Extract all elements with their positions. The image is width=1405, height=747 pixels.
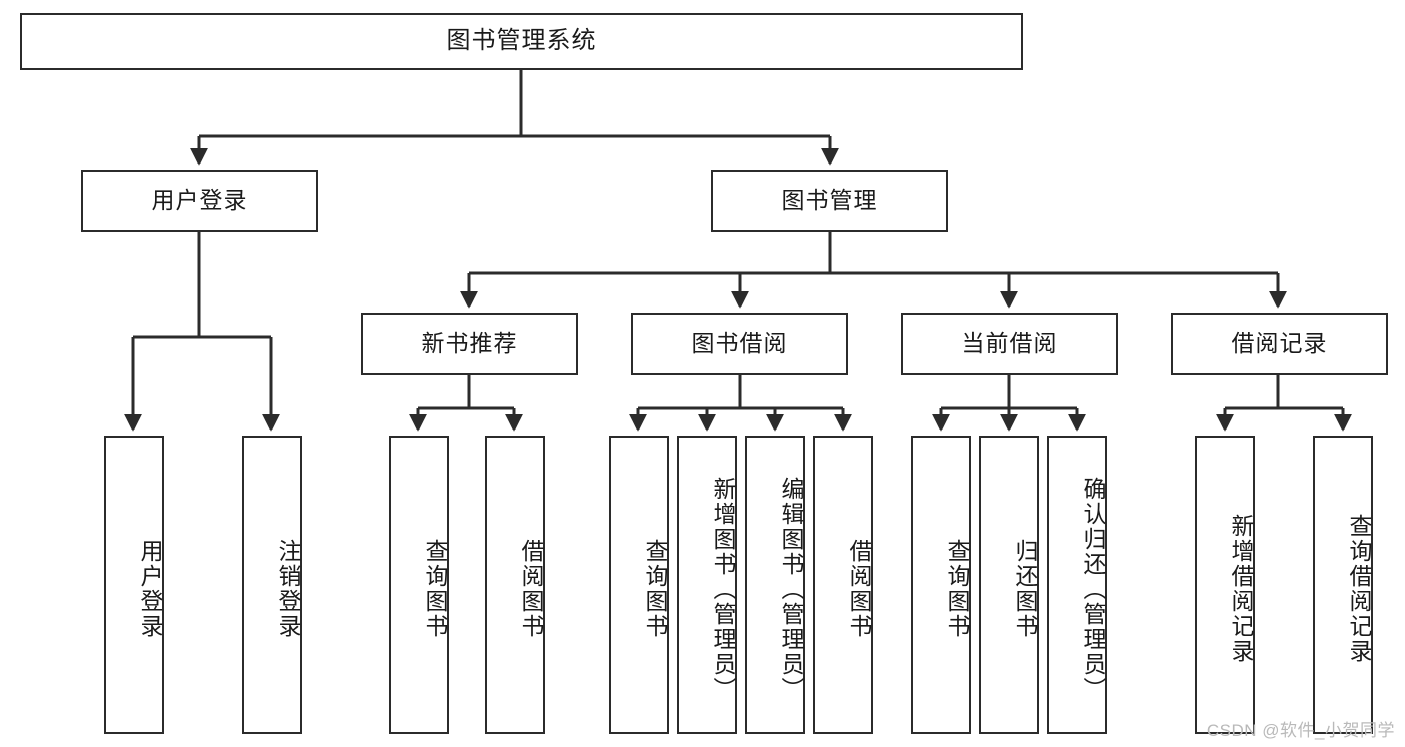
node-label: 当前借阅 [961, 330, 1058, 357]
node-label: 用户登录 [137, 539, 163, 639]
leaf-query-book-current[interactable]: 查询图书 [911, 436, 971, 734]
leaf-logout[interactable]: 注销登录 [242, 436, 302, 734]
node-current-borrow[interactable]: 当前借阅 [901, 313, 1118, 375]
leaf-add-book-admin[interactable]: 新增图书（管理员） [677, 436, 737, 734]
node-label: 图书管理系统 [446, 27, 597, 55]
node-root-library-system[interactable]: 图书管理系统 [20, 13, 1023, 70]
node-label: 编辑图书（管理员） [778, 476, 804, 702]
node-label: 用户登录 [151, 187, 248, 214]
node-label: 归还图书 [1012, 539, 1038, 639]
node-user-login[interactable]: 用户登录 [81, 170, 318, 232]
node-label: 确认归还（管理员） [1080, 476, 1106, 702]
node-label: 查询图书 [944, 539, 970, 639]
csdn-watermark: CSDN @软件_小贺同学 [1206, 721, 1395, 740]
node-label: 借阅图书 [846, 539, 872, 639]
node-label: 新书推荐 [421, 330, 518, 357]
leaf-user-login[interactable]: 用户登录 [104, 436, 164, 734]
node-label: 注销登录 [275, 539, 301, 639]
node-label: 借阅图书 [518, 539, 544, 639]
node-label: 图书管理 [781, 187, 878, 214]
node-new-book-recommend[interactable]: 新书推荐 [361, 313, 578, 375]
leaf-return-book[interactable]: 归还图书 [979, 436, 1039, 734]
leaf-borrow-book-recommend[interactable]: 借阅图书 [485, 436, 545, 734]
node-label: 新增借阅记录 [1228, 514, 1254, 664]
leaf-edit-book-admin[interactable]: 编辑图书（管理员） [745, 436, 805, 734]
leaf-borrow-book[interactable]: 借阅图书 [813, 436, 873, 734]
node-label: 图书借阅 [691, 330, 788, 357]
leaf-query-book-recommend[interactable]: 查询图书 [389, 436, 449, 734]
leaf-add-borrow-record[interactable]: 新增借阅记录 [1195, 436, 1255, 734]
node-label: 查询图书 [642, 539, 668, 639]
leaf-confirm-return-admin[interactable]: 确认归还（管理员） [1047, 436, 1107, 734]
node-label: 借阅记录 [1231, 330, 1328, 357]
node-label: 新增图书（管理员） [710, 476, 736, 702]
node-label: 查询借阅记录 [1346, 514, 1372, 664]
leaf-query-borrow-record[interactable]: 查询借阅记录 [1313, 436, 1373, 734]
node-label: 查询图书 [422, 539, 448, 639]
node-book-borrow[interactable]: 图书借阅 [631, 313, 848, 375]
leaf-query-book-borrow[interactable]: 查询图书 [609, 436, 669, 734]
node-borrow-record[interactable]: 借阅记录 [1171, 313, 1388, 375]
node-book-management[interactable]: 图书管理 [711, 170, 948, 232]
